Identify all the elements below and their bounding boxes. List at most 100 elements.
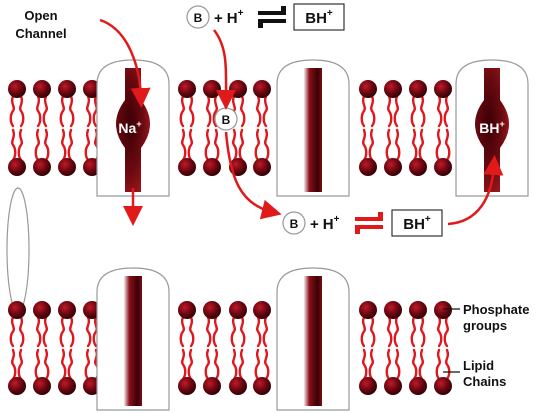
phosphate-head [33,80,51,98]
arrow-base-through [224,131,282,220]
phosphate-head [384,377,402,395]
lipid-tail [263,128,270,162]
phospholipid [58,301,76,395]
equation-top-product: BH+ [305,8,333,27]
lipid-tail [35,315,42,348]
phospholipid [384,301,402,395]
phospholipid [33,80,51,176]
arrow-base-into-membrane [213,29,237,110]
lipid-tail [42,315,49,348]
phosphate-head [33,301,51,319]
lipid-tail [42,94,49,128]
lipid-tail [254,348,261,381]
phosphate-head [8,158,26,176]
phospholipid [434,80,452,176]
membrane-side-loop [6,187,30,313]
lipid-tail [204,348,211,381]
lipid-tail [263,348,270,381]
phosphate-head [359,80,377,98]
lipid-tail [179,315,186,348]
sodium-ion-label: Na+ [118,119,141,136]
lipid-tail [180,128,187,162]
lipid-tail [262,315,269,348]
phosphate-head [384,80,402,98]
arrows [99,18,504,226]
phosphate-head [33,377,51,395]
lipid-tail [43,128,50,162]
channel-pore-open [475,68,509,192]
ion-channel-closed [96,267,170,411]
phospholipid [409,301,427,395]
lipid-tail [393,315,400,348]
ion-channel-closed [276,267,350,411]
lipid-tail [418,348,425,381]
lipid-tail [443,94,450,128]
lipid-tail [386,315,393,348]
lipid-tail [262,94,269,128]
lipid-tail [213,128,220,162]
lipid-tail [410,94,417,128]
phospholipid [253,301,271,395]
phosphate-groups-label-line2: groups [463,318,507,333]
phosphate-head [384,158,402,176]
open-channel-label: Open [24,8,57,23]
lipid-tail [34,128,41,162]
lipid-tail [35,94,42,128]
lipid-tail [204,128,211,162]
phosphate-head [229,377,247,395]
phosphate-head [359,158,377,176]
lipid-tail [410,315,417,348]
equation-bottom-base: B [290,217,299,231]
lipid-tail [17,348,24,381]
phosphate-head [58,301,76,319]
lipid-tail [394,348,401,381]
phospholipid [229,301,247,395]
lipid-tail [85,315,92,348]
lipid-tail [418,128,425,162]
lipid-tail [10,348,17,381]
lipid-tail [385,348,392,381]
phosphate-head [203,377,221,395]
lipid-tail [393,94,400,128]
phosphate-groups-label: Phosphate [463,302,529,317]
lipid-tail [187,128,194,162]
lipid-tail [18,315,25,348]
equation-top-base: B [194,11,203,25]
phosphate-head [203,301,221,319]
phospholipid [178,301,196,395]
equation-bottom-plus-h: +H+ [310,214,340,233]
phospholipid [359,301,377,395]
phosphate-head [8,377,26,395]
ion-channel-open [96,59,170,197]
lipid-tail [187,348,194,381]
phosphate-head [58,377,76,395]
phosphate-head [33,158,51,176]
phosphate-head [229,80,247,98]
lipid-tail [368,128,375,162]
drug-in-membrane-label: B [222,113,231,127]
lipid-chains-label-line2: Chains [463,374,506,389]
bh-ion-in-channel-label: BH+ [479,119,505,136]
lipid-tail [435,128,442,162]
lipid-tail [230,315,237,348]
phospholipid [434,301,452,395]
phospholipid [33,301,51,395]
ion-channels [96,59,529,411]
lipid-tail [212,94,219,128]
lipid-tail [255,315,262,348]
lipid-tail [85,94,92,128]
lipid-tail [18,94,25,128]
phosphate-head [229,301,247,319]
lipid-tail [369,315,376,348]
lipid-tail [68,94,75,128]
lipid-tail [385,128,392,162]
lipid-tail [394,128,401,162]
phospholipid [8,80,26,176]
phosphate-head [409,158,427,176]
phosphate-head [178,301,196,319]
lipid-tail [67,128,74,162]
equation-top-plus-h: +H+ [214,8,244,27]
phosphate-head [58,80,76,98]
phospholipid [384,80,402,176]
